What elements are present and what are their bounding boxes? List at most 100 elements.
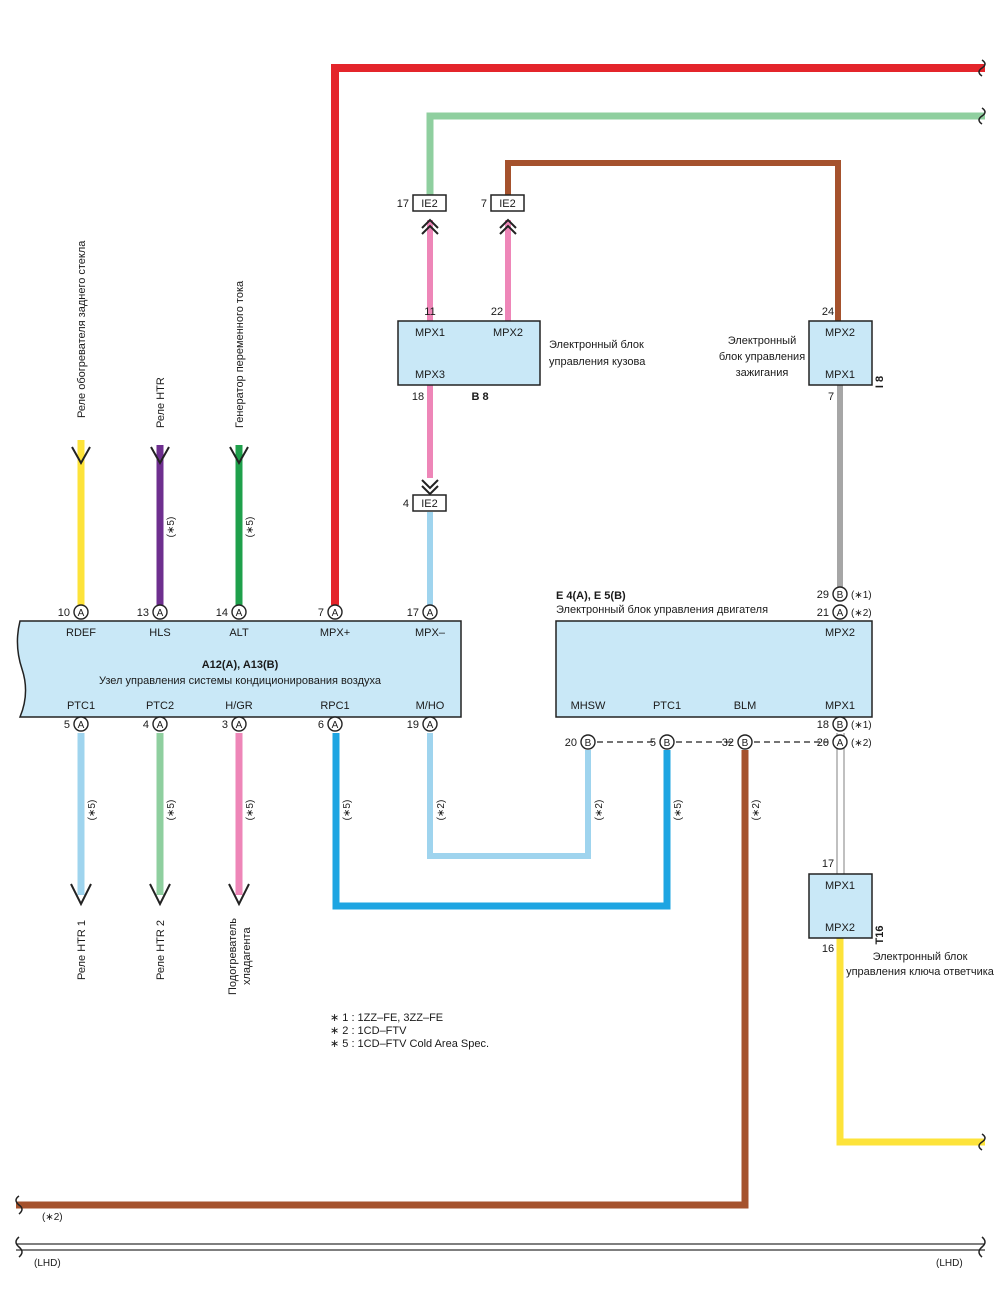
engine-ecu-name: Электронный блок управления двигателя: [556, 604, 768, 616]
engine-pin-20a: [832, 734, 848, 750]
engine-pin-20b-num: 20: [565, 737, 577, 749]
legend: ∗ 1 : 1ZZ–FE, 3ZZ–FE ∗ 2 : 1CD–FTV ∗ 5 :…: [330, 1012, 489, 1050]
wire-blue-rpc1-ptc1: [332, 733, 671, 910]
mho-note-2: (∗2): [436, 800, 447, 821]
ac-top-pin-13: [152, 604, 168, 620]
body-ecu-mpx3-num: 18: [412, 391, 424, 403]
hgr-destination-label-2: хладагента: [241, 927, 253, 985]
ac-top-pin-label-alt: ALT: [229, 627, 249, 639]
break-lhd-right: [978, 1236, 986, 1258]
ac-top-pin-17: [422, 604, 438, 620]
ac-top-pin-17-conn: A: [427, 608, 434, 619]
engine-pin-32b-conn: B: [742, 738, 749, 749]
engine-ecu-id: E 4(A), E 5(B): [556, 590, 626, 602]
alt-note-5: (∗5): [245, 517, 256, 538]
ie2-b-num: 7: [481, 198, 487, 210]
transponder-mpx1: MPX1: [825, 880, 855, 892]
ac-top-pin-label-hls: HLS: [149, 627, 170, 639]
arrow-alt: [229, 446, 249, 466]
ac-top-pin-10-num: 10: [58, 607, 70, 619]
ac-bottom-pin-label-rpc1: RPC1: [320, 700, 349, 712]
left-top-labels: Реле обогревателя заднего стекла Реле HT…: [76, 240, 256, 538]
engine-pin-5b-num: 5: [650, 737, 656, 749]
engine-pin-20a-num: 20: [817, 737, 829, 749]
ac-bottom-pin-3-conn: A: [236, 720, 243, 731]
arrow-ptc1: [70, 883, 92, 907]
arrow-rdef: [71, 446, 91, 466]
engine-pin-20a-note: (∗2): [851, 738, 872, 749]
ignition-id: I 8: [874, 376, 886, 388]
body-ecu-mpx2-num: 22: [491, 306, 503, 318]
ac-control-unit: A12(A), A13(B) Узел управления системы к…: [16, 620, 462, 718]
engine-pin-29: [832, 586, 848, 602]
wire-light-green-ie2: [426, 112, 985, 196]
ptc1-destination-label: Реле HTR 1: [76, 920, 88, 980]
body-ecu-mpx1: MPX1: [415, 327, 445, 339]
engine-bottom-label-blm: BLM: [734, 700, 757, 712]
arrows: [70, 218, 517, 907]
body-ecu-mpx3: MPX3: [415, 369, 445, 381]
engine-pin-5b-conn: B: [664, 738, 671, 749]
transponder-mpx2: MPX2: [825, 922, 855, 934]
engine-pin-18b-note: (∗1): [851, 720, 872, 731]
ac-bottom-pin-label-m-ho: M/HO: [416, 700, 445, 712]
ac-top-pin-7-conn: A: [332, 608, 339, 619]
engine-bottom-label-mhsw: MHSW: [571, 700, 606, 712]
ignition-name-1: Электронный: [728, 335, 797, 347]
ac-top-pin-13-num: 13: [137, 607, 149, 619]
engine-ecu: E 4(A), E 5(B) Электронный блок управлен…: [555, 586, 873, 750]
engine-pin-21-conn: A: [837, 608, 844, 619]
wires: [16, 64, 985, 1251]
ac-top-pin-14-conn: A: [236, 608, 243, 619]
ac-top-pin-10-conn: A: [78, 608, 85, 619]
ac-unit-id: A12(A), A13(B): [202, 659, 279, 671]
ac-bottom-pin-19-num: 19: [407, 719, 419, 731]
ac-top-pin-10: [73, 604, 89, 620]
ac-top-pin-14-num: 14: [216, 607, 228, 619]
ac-bottom-pin-3: [231, 716, 247, 732]
ignition-mpx1-num: 7: [828, 391, 834, 403]
hgr-destination-label-1: Подогреватель: [227, 918, 239, 995]
ac-bottom-pin-6-conn: A: [332, 720, 339, 731]
alt-destination-label: Генератор переменного тока: [234, 280, 246, 428]
ac-top-pin-7: [327, 604, 343, 620]
legend-line-3: ∗ 5 : 1CD–FTV Cold Area Spec.: [330, 1038, 489, 1050]
ac-bottom-pin-6: [327, 716, 343, 732]
mhsw-note-2: (∗2): [594, 800, 605, 821]
lhd-left-label: (LHD): [34, 1258, 61, 1269]
break-red: [978, 59, 986, 77]
ac-top-pin-label-mpx-: MPX+: [320, 627, 350, 639]
engine-pin-20a-conn: A: [837, 738, 844, 749]
ignition-mpx2: MPX2: [825, 327, 855, 339]
engine-pin-21-num: 21: [817, 607, 829, 619]
ac-bottom-pin-label-ptc2: PTC2: [146, 700, 174, 712]
body-ecu-mpx2: MPX2: [493, 327, 523, 339]
ac-top-pin-17-num: 17: [407, 607, 419, 619]
engine-bottom-label-ptc1: PTC1: [653, 700, 681, 712]
engine-pin-21: [832, 604, 848, 620]
ptc2-note-5: (∗5): [166, 800, 177, 821]
engine-pin-29-conn: B: [837, 590, 844, 601]
rdef-destination-label: Реле обогревателя заднего стекла: [76, 240, 88, 418]
transponder-mpx1-num: 17: [822, 858, 834, 870]
ie2-a-num: 17: [397, 198, 409, 210]
engine-pin-32b: [737, 734, 753, 750]
ie2-connectors: IE2 17 IE2 7 IE2 4: [397, 194, 525, 512]
ptc1-engine-note-5: (∗5): [673, 800, 684, 821]
engine-pin-18b-conn: B: [837, 720, 844, 731]
ac-bottom-pin-3-num: 3: [222, 719, 228, 731]
wire-brown-ie2-ignition: [505, 160, 841, 321]
break-light-green: [978, 107, 986, 125]
ie2-c-label: IE2: [421, 498, 438, 510]
rpc1-note-5: (∗5): [342, 800, 353, 821]
engine-pin-29-num: 29: [817, 589, 829, 601]
engine-pin-29-note: (∗1): [851, 590, 872, 601]
lhd-line: [16, 1243, 985, 1251]
wire-brown-blm: [16, 750, 749, 1209]
ac-top-pin-13-conn: A: [157, 608, 164, 619]
arrow-hgr: [228, 883, 250, 907]
engine-pin-20b-conn: B: [585, 738, 592, 749]
legend-line-2: ∗ 2 : 1CD–FTV: [330, 1025, 407, 1037]
